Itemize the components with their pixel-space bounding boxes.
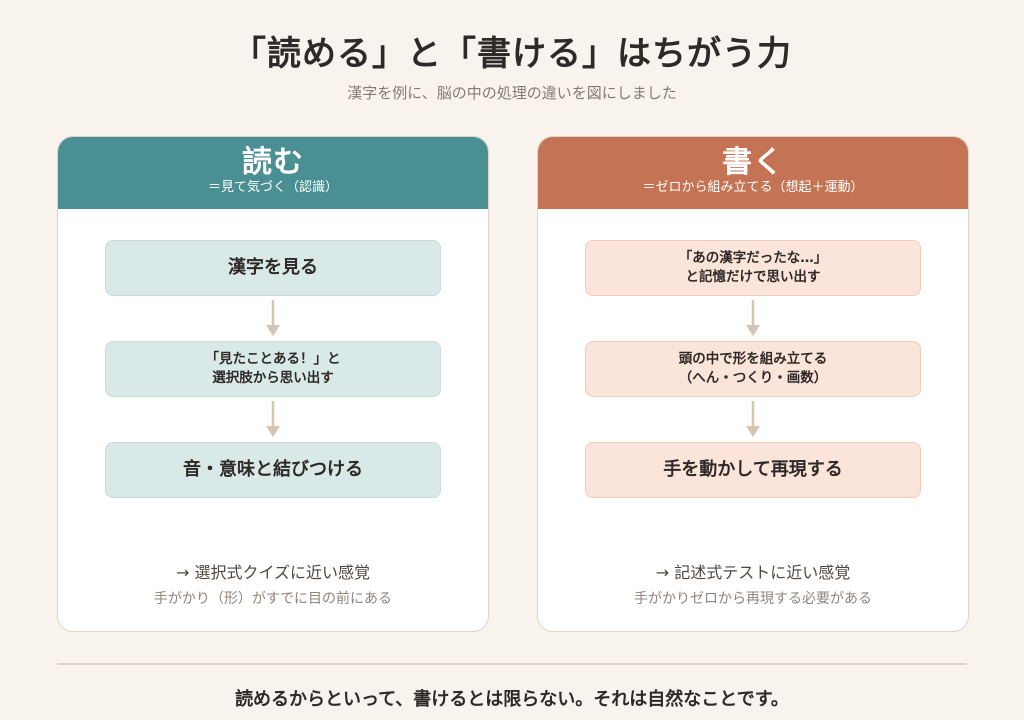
write-panel-note: → 記述式テストに近い感覚 (655, 563, 851, 582)
write-panel: 書く ＝ゼロから組み立てる（想起＋運動） 「あの漢字だったな…」 と記憶だけで思… (537, 136, 969, 632)
divider (57, 663, 967, 665)
conclusion-text: 読めるからといって、書けるとは限らない。それは自然なことです。 (235, 689, 789, 710)
write-step-2-label: 頭の中で形を組み立てる （へん・つくり・画数） (678, 351, 828, 386)
read-panel-header: 読む ＝見て気づく（認識） (58, 137, 488, 209)
write-step-2: 頭の中で形を組み立てる （へん・つくり・画数） (585, 341, 921, 397)
read-step-2: 「見たことある！」と 選択肢から思い出す (105, 341, 441, 397)
read-panel-hint: 手がかり（形）がすでに目の前にある (153, 591, 393, 607)
read-step-3-label: 音・意味と結びつける (183, 459, 363, 480)
down-arrow-icon (266, 401, 280, 437)
read-panel-title: 読む (242, 145, 304, 180)
write-panel-hint: 手がかりゼロから再現する必要がある (634, 591, 872, 607)
read-step-2-label: 「見たことある！」と 選択肢から思い出す (205, 351, 341, 386)
write-step-3-label: 手を動かして再現する (663, 459, 843, 480)
write-panel-header: 書く ＝ゼロから組み立てる（想起＋運動） (538, 137, 968, 209)
read-step-3: 音・意味と結びつける (105, 442, 441, 498)
write-step-3: 手を動かして再現する (585, 442, 921, 498)
write-step-1: 「あの漢字だったな…」 と記憶だけで思い出す (585, 240, 921, 296)
down-arrow-icon (266, 300, 280, 336)
write-panel-title: 書く (722, 145, 784, 180)
down-arrow-icon (746, 300, 760, 336)
page-title: 「読める」と「書ける」はちがう力 (232, 34, 792, 74)
read-panel-note: → 選択式クイズに近い感覚 (175, 563, 370, 582)
read-panel-subtitle: ＝見て気づく（認識） (207, 180, 338, 195)
write-panel-subtitle: ＝ゼロから組み立てる（想起＋運動） (642, 180, 864, 195)
read-step-1-label: 漢字を見る (228, 257, 318, 278)
read-panel: 読む ＝見て気づく（認識） 漢字を見る 「見たことある！」と 選択肢から思い出す… (57, 136, 489, 632)
page-subtitle: 漢字を例に、脳の中の処理の違いを図にしました (347, 84, 677, 102)
read-step-1: 漢字を見る (105, 240, 441, 296)
down-arrow-icon (746, 401, 760, 437)
write-step-1-label: 「あの漢字だったな…」 と記憶だけで思い出す (678, 250, 828, 285)
